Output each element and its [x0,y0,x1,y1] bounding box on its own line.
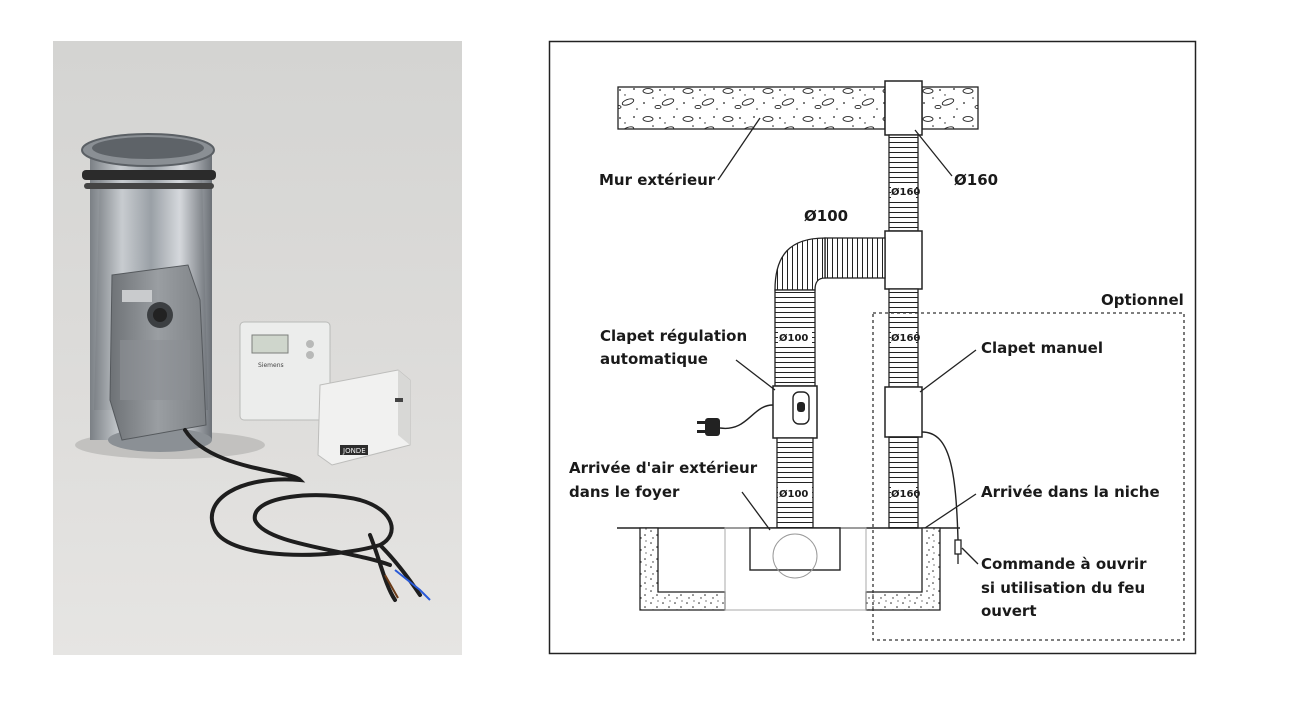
label-d160: Ø160 [954,171,998,189]
duct-100-horizontal [824,237,886,279]
label-d100: Ø100 [804,207,848,225]
label-clapet-regulation-1: Clapet régulation [600,327,747,345]
power-cable-icon [183,428,422,602]
manual-damper [884,386,923,438]
tee-fitting [884,230,923,290]
exterior-wall-right [921,86,979,130]
label-mur-exterieur: Mur extérieur [599,171,716,189]
duct-100-vertical-lower [776,437,814,529]
air-inlet-grille-icon [772,533,818,579]
module-logo: JONDE [342,447,366,455]
thermostat-brand: Siemens [258,362,284,369]
label-clapet-manuel: Clapet manuel [981,339,1103,357]
duct-mark-160-a: Ø160 [891,186,920,198]
label-commande-1: Commande à ouvrir [981,555,1147,573]
leader-mur [717,117,761,181]
duct-mark-160-b: Ø160 [891,332,920,344]
plug-icon [697,418,720,436]
manual-control-switch-icon [954,539,962,555]
wire-blue-icon [394,569,431,601]
leader-arrivee-air [741,491,771,531]
leader-commande [961,547,979,565]
product-photo: Siemens JONDE [53,41,462,655]
label-optionnel: Optionnel [1101,291,1184,309]
wire-brown-icon [384,574,399,599]
duct-160-upper [888,134,919,232]
control-module-icon: JONDE [317,369,411,466]
label-arrivee-air-1: Arrivée d'air extérieur [569,459,758,477]
wall-sleeve [884,80,923,136]
thermostat-icon: Siemens [239,321,331,421]
exterior-wall [617,86,886,130]
label-clapet-regulation-2: automatique [600,350,708,368]
actuator-motor-icon [109,264,207,441]
label-arrivee-air-2: dans le foyer [569,483,680,501]
label-commande-2: si utilisation du feu [981,579,1145,597]
duct-mark-100-a: Ø100 [779,332,808,344]
motor-knob-icon [797,402,805,412]
plug-cable [719,404,774,429]
label-arrivee-niche: Arrivée dans la niche [981,483,1160,501]
label-commande-3: ouvert [981,602,1037,620]
duct-mark-100-b: Ø100 [779,488,808,500]
leader-niche [924,493,977,529]
air-inlet-box [749,527,841,571]
leader-clapet-reg [735,359,776,391]
duct-160-lower [888,436,919,529]
optional-zone [872,312,1185,641]
leader-d160 [914,129,953,177]
duct-mark-160-c: Ø160 [891,488,920,500]
leader-clapet-manuel [919,349,977,393]
installation-diagram: Ø160 Ø160 Ø160 Ø100 Ø100 Mur extérieur Ø… [548,40,1197,655]
manual-control-cable [921,431,959,541]
